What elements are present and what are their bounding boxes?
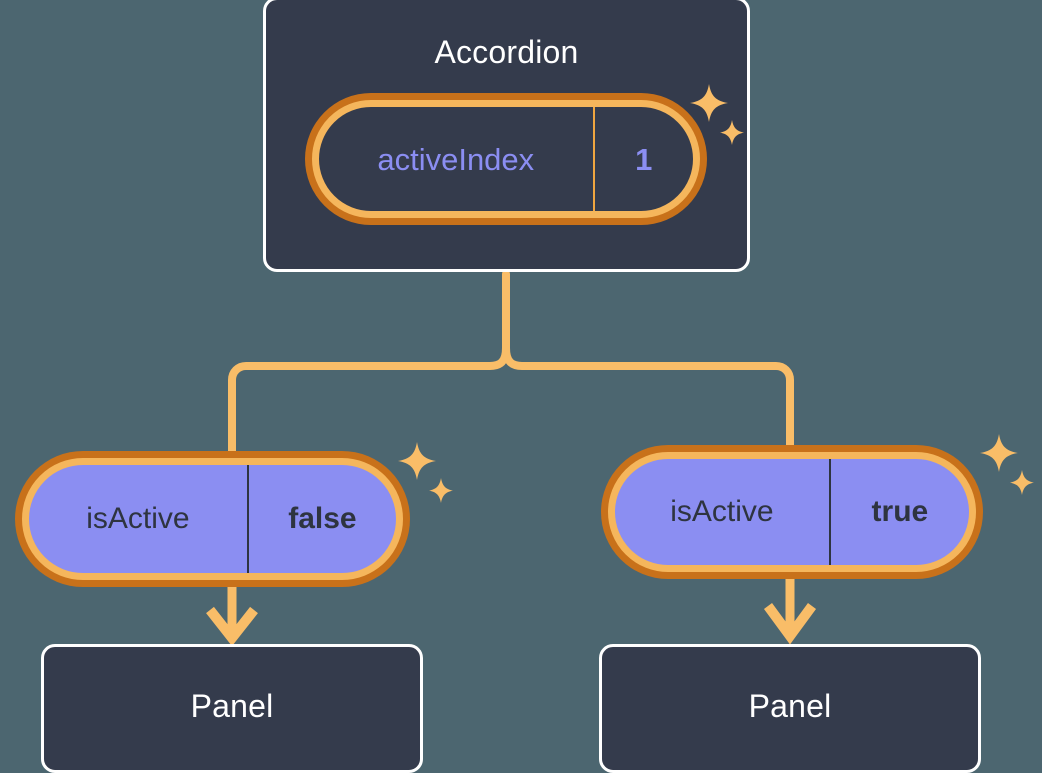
prop-pill-is-active-false-name: isActive bbox=[86, 502, 190, 535]
arrow-left-pill-to-panel bbox=[206, 582, 258, 647]
sparkle-four-point-small-icon bbox=[429, 478, 453, 503]
sparkle-four-point-small-icon bbox=[1010, 470, 1034, 495]
panel-component-box-right[interactable]: Panel bbox=[599, 644, 981, 773]
panel-component-box-left[interactable]: Panel bbox=[41, 644, 423, 773]
panel-title-left: Panel bbox=[190, 687, 274, 724]
state-pill-active-index-name: activeIndex bbox=[377, 141, 535, 177]
wire-bus-left bbox=[228, 344, 510, 459]
wire-bus-right bbox=[502, 344, 794, 456]
arrow-right-pill-to-panel bbox=[763, 574, 817, 645]
state-pill-active-index[interactable]: activeIndex 1 bbox=[312, 100, 700, 218]
sparkle-group-right-pill bbox=[980, 434, 1034, 495]
prop-pill-is-active-false[interactable]: isActive false bbox=[22, 458, 403, 580]
prop-pill-is-active-false-value: false bbox=[246, 465, 396, 573]
prop-pill-is-active-true-value: true bbox=[828, 459, 969, 565]
accordion-title: Accordion bbox=[434, 34, 579, 70]
prop-pill-is-active-true[interactable]: isActive true bbox=[608, 452, 976, 572]
prop-pill-is-active-true-name: isActive bbox=[670, 495, 774, 528]
state-pill-active-index-value: 1 bbox=[592, 107, 693, 211]
panel-title-right: Panel bbox=[748, 687, 832, 724]
sparkle-group-left-pill bbox=[398, 442, 453, 503]
sparkle-four-point-icon bbox=[398, 442, 436, 480]
sparkle-four-point-icon bbox=[980, 434, 1018, 472]
